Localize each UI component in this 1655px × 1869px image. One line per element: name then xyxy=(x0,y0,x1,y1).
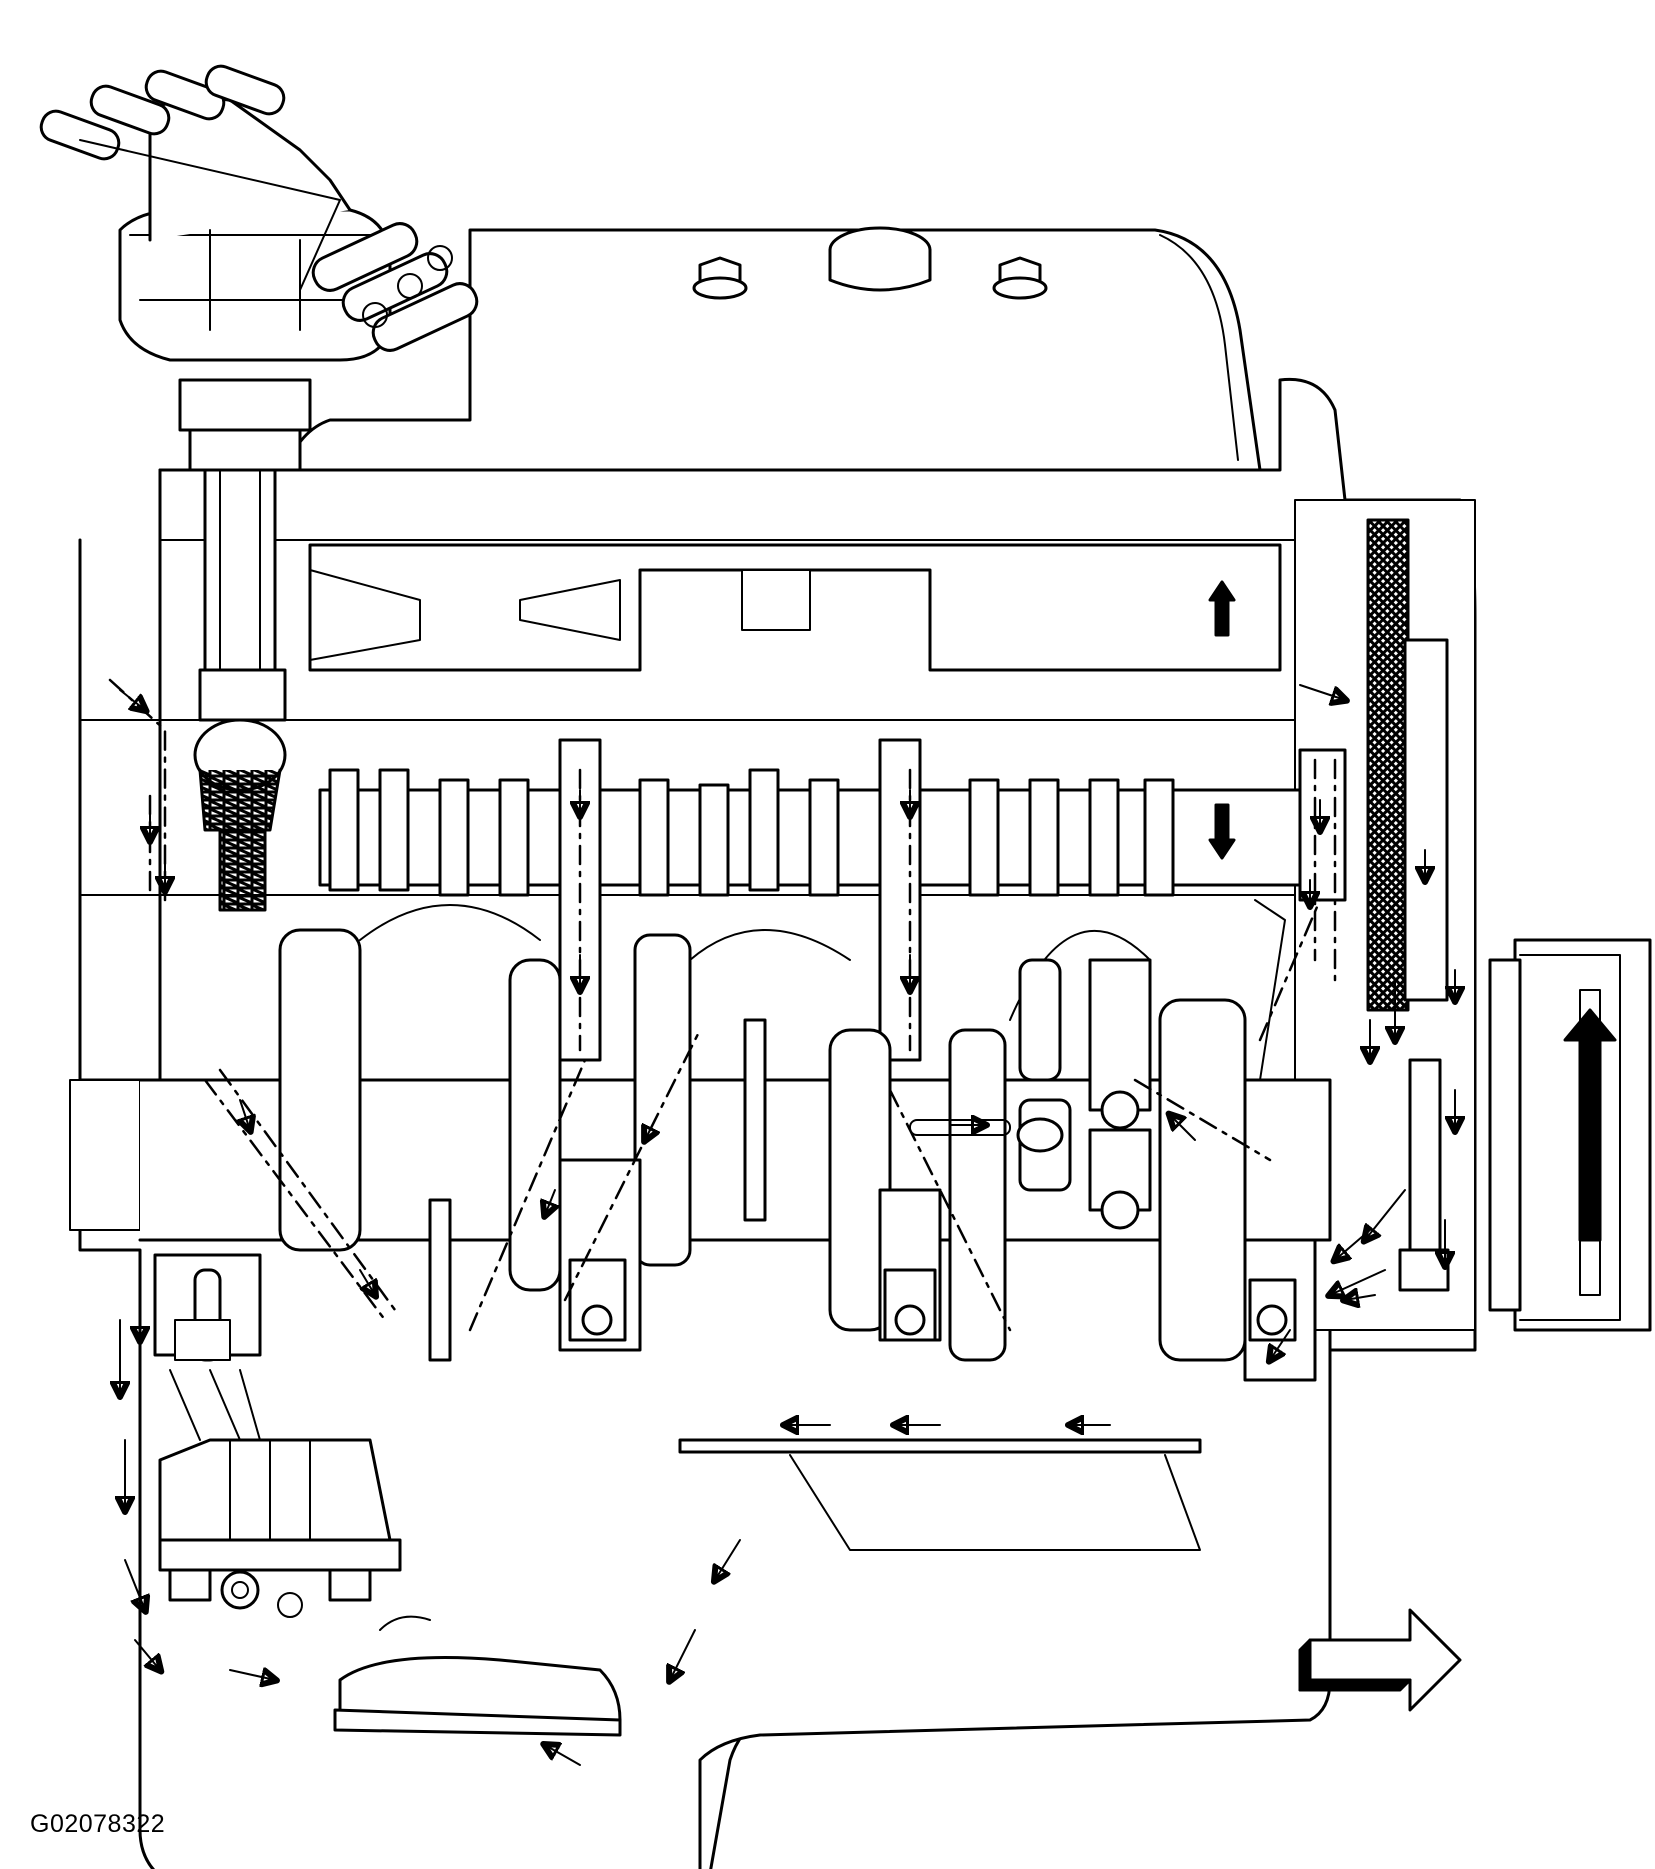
distributor-wire-terminals xyxy=(39,64,479,352)
crankshaft-pulley xyxy=(1488,938,1652,1332)
oil-pan-baffle xyxy=(678,1438,1202,1551)
valve-cover xyxy=(283,226,1263,502)
timing-cover xyxy=(1294,499,1476,1331)
valve-cover-bolt-right xyxy=(992,256,1048,300)
crankshaft xyxy=(138,904,1332,1382)
right-arrow-icon xyxy=(1298,1608,1462,1712)
oil-pump xyxy=(153,1253,402,1618)
figure-code: G02078322 xyxy=(30,1810,166,1838)
oil-pickup-screen xyxy=(333,1615,622,1737)
valve-cover-bolt-left xyxy=(692,256,748,300)
distributor xyxy=(39,64,479,912)
oil-flow-arrows xyxy=(120,580,1455,1766)
